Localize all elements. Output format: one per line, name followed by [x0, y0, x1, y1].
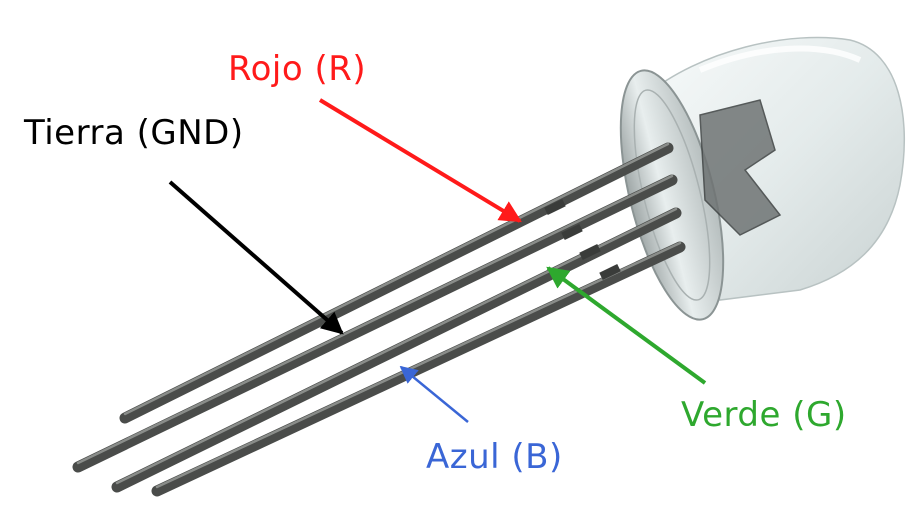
arrow-blue: [399, 365, 469, 423]
label-red-pin: Rojo (R): [228, 49, 367, 89]
arrow-ground: [168, 180, 344, 335]
label-ground-pin: Tierra (GND): [24, 113, 244, 153]
led-leads: [72, 142, 686, 497]
arrow-green: [546, 266, 707, 385]
led-flange: [619, 69, 782, 321]
lead-red: [119, 142, 674, 424]
lead-ground: [72, 174, 678, 473]
label-green-pin: Verde (G): [681, 395, 847, 435]
arrow-red: [318, 98, 522, 223]
label-blue-pin: Azul (B): [426, 437, 563, 477]
